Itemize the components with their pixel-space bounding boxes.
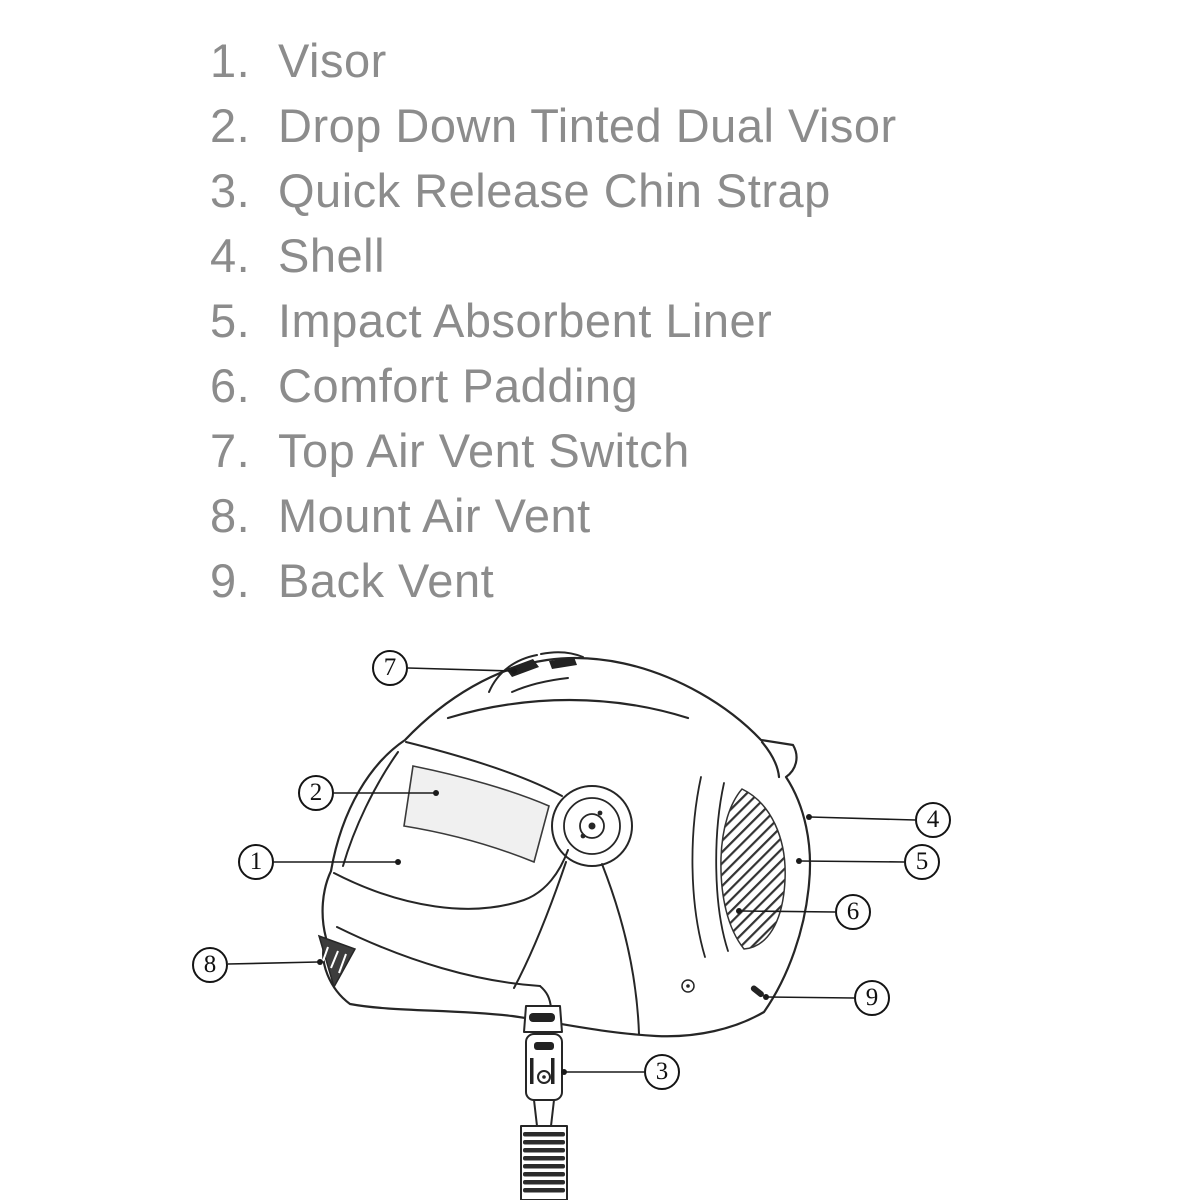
visor <box>333 741 569 910</box>
part-label: Impact Absorbent Liner <box>278 294 773 347</box>
parts-list: 1. Visor 2. Drop Down Tinted Dual Visor … <box>210 28 1130 613</box>
tinted-dual-visor <box>403 765 550 864</box>
callout-5-impact-liner: 5 <box>904 844 940 880</box>
callout-lines <box>227 667 916 1073</box>
list-item-shell: 4. Shell <box>210 223 1130 288</box>
part-label: Drop Down Tinted Dual Visor <box>278 99 897 152</box>
callout-4-shell: 4 <box>915 802 951 838</box>
callout-8-mount-air-vent: 8 <box>192 947 228 983</box>
callout-3-chin-strap: 3 <box>644 1054 680 1090</box>
list-item-mount-air-vent: 8. Mount Air Vent <box>210 483 1130 548</box>
part-label: Shell <box>278 229 386 282</box>
mount-air-vent <box>317 934 357 989</box>
list-item-visor: 1. Visor <box>210 28 1130 93</box>
visor-hinge <box>551 785 633 867</box>
part-number: 5. <box>210 294 251 347</box>
part-label: Top Air Vent Switch <box>278 424 690 477</box>
list-item-tinted-dual-visor: 2. Drop Down Tinted Dual Visor <box>210 93 1130 158</box>
list-item-top-air-vent-switch: 7. Top Air Vent Switch <box>210 418 1130 483</box>
part-number: 9. <box>210 554 251 607</box>
callout-2-tinted-dual-visor: 2 <box>298 775 334 811</box>
part-number: 3. <box>210 164 251 217</box>
list-item-comfort-padding: 6. Comfort Padding <box>210 353 1130 418</box>
list-item-back-vent: 9. Back Vent <box>210 548 1130 613</box>
part-number: 7. <box>210 424 251 477</box>
part-label: Comfort Padding <box>278 359 639 412</box>
list-item-impact-liner: 5. Impact Absorbent Liner <box>210 288 1130 353</box>
part-number: 8. <box>210 489 251 542</box>
chin-strap <box>520 1005 568 1200</box>
callout-9-back-vent: 9 <box>854 980 890 1016</box>
part-label: Visor <box>278 34 387 87</box>
callout-1-visor: 1 <box>238 844 274 880</box>
part-number: 4. <box>210 229 251 282</box>
part-number: 1. <box>210 34 251 87</box>
callout-6-comfort-padding: 6 <box>835 894 871 930</box>
part-number: 2. <box>210 99 251 152</box>
part-label: Quick Release Chin Strap <box>278 164 831 217</box>
callout-7-top-air-vent-switch: 7 <box>372 650 408 686</box>
part-label: Mount Air Vent <box>278 489 591 542</box>
shell-seams <box>336 861 640 1035</box>
back-vent <box>681 979 764 998</box>
part-number: 6. <box>210 359 251 412</box>
impact-liner-edges <box>691 776 729 958</box>
callout-line-tips <box>317 668 812 1075</box>
part-label: Back Vent <box>278 554 495 607</box>
list-item-chin-strap: 3. Quick Release Chin Strap <box>210 158 1130 223</box>
